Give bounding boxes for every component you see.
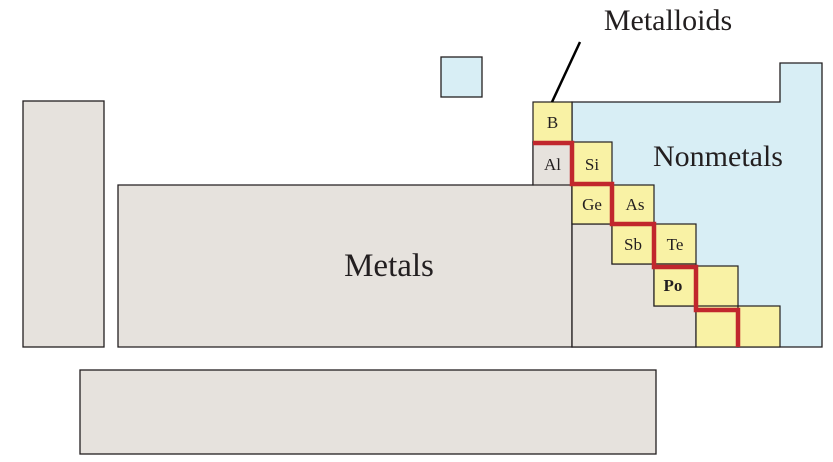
symbol-si: Si: [585, 155, 599, 174]
symbol-ge: Ge: [582, 195, 602, 214]
cell-ts: [737, 305, 781, 348]
cell-si: [571, 141, 613, 186]
symbol-sb: Sb: [624, 235, 642, 254]
symbol-as: As: [626, 195, 645, 214]
metal-nonmetal-dividing-line: [533, 140, 741, 347]
symbol-te: Te: [667, 235, 684, 254]
metals-region: [117, 141, 573, 348]
symbol-b: B: [547, 113, 558, 132]
hydrogen-box: [440, 56, 483, 98]
cell-b: [532, 101, 573, 143]
symbol-al: Al: [544, 155, 561, 174]
cell-as: [611, 184, 655, 225]
cell-te: [653, 223, 697, 265]
metalloids-label: Metalloids: [604, 4, 732, 37]
cell-mc: [695, 305, 739, 348]
f-block-metals: [79, 369, 657, 455]
metalloids-leader-line: [550, 41, 582, 103]
s-block-metals: [22, 100, 105, 348]
metals-label: Metals: [344, 248, 434, 284]
symbol-po: Po: [664, 276, 683, 295]
nonmetals-label: Nonmetals: [653, 140, 783, 173]
cell-at: [695, 265, 739, 309]
